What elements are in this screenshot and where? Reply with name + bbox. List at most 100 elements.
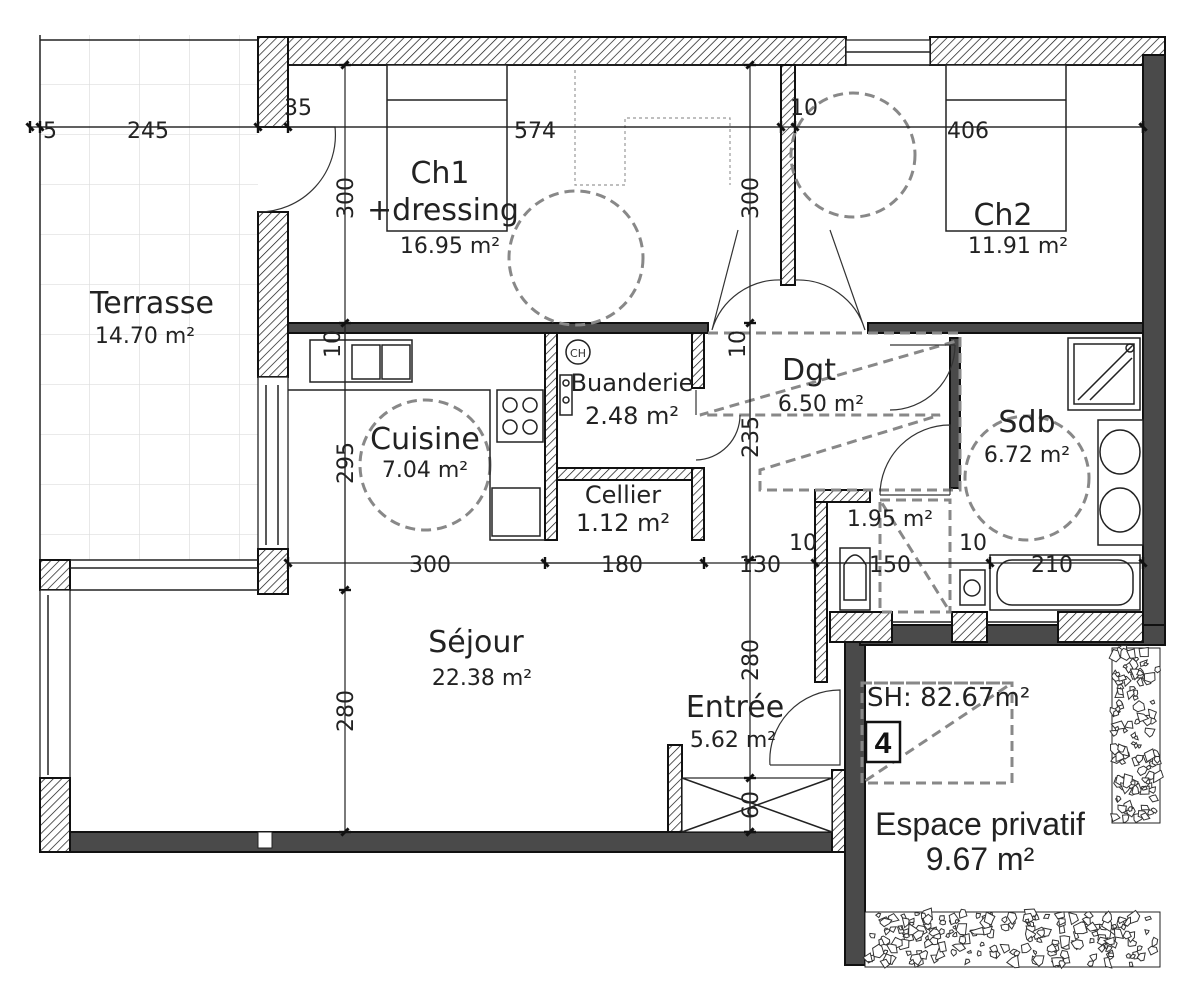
gravel-stone: [888, 926, 898, 933]
gravel-stone: [1001, 916, 1008, 924]
gravel-stone: [1129, 953, 1136, 960]
gravel-stone: [1081, 916, 1091, 927]
gravel-stone: [1126, 648, 1136, 659]
gravel-stone: [989, 950, 998, 959]
gravel-stone: [975, 912, 982, 920]
gravel-stone: [1091, 930, 1099, 937]
gravel-stone: [923, 938, 934, 949]
gravel-stone: [909, 953, 922, 966]
gravel-stone: [958, 908, 968, 919]
gravel-stone: [1140, 812, 1151, 821]
gravel-stone: [964, 958, 971, 966]
bed-ch1: [386, 64, 508, 232]
gravel-stone: [1032, 949, 1038, 956]
dim-295: 295: [334, 442, 359, 484]
gravel-stone: [955, 923, 968, 936]
gravel-stone: [1149, 699, 1156, 705]
dim-210: 210: [1031, 553, 1073, 578]
gravel-stone: [958, 935, 967, 945]
sink-icon: [1097, 419, 1144, 546]
dim-235: 235: [739, 416, 764, 458]
gravel-stone: [937, 940, 947, 953]
ch1-area: 16.95 m²: [400, 234, 500, 259]
gravel-stone: [1144, 727, 1156, 738]
dim-60: 60: [739, 791, 764, 819]
gravel-stone: [928, 928, 941, 937]
gravel-stone: [1114, 705, 1121, 713]
gravel-stone: [922, 913, 934, 926]
gravel-stone: [999, 943, 1011, 954]
gravel-stone: [1027, 935, 1033, 943]
gravel-stone: [1118, 674, 1128, 682]
gravel-stone: [1126, 688, 1135, 701]
gravel-stone: [1058, 917, 1066, 926]
gravel-stone: [1147, 708, 1158, 720]
gravel-stone: [886, 943, 898, 954]
gravel-stone: [979, 941, 985, 947]
gravel-stone: [1059, 949, 1070, 960]
gravel-stone: [1032, 955, 1045, 968]
gravel-stone: [1147, 945, 1159, 956]
gravel-stone: [1136, 712, 1150, 723]
gravel-stone: [1112, 923, 1118, 930]
gravel-stone: [1117, 804, 1127, 814]
gravel-stone: [1128, 961, 1134, 968]
gravel-stone: [1132, 695, 1139, 701]
ch1-name-line2: +dressing: [367, 193, 519, 228]
furniture: CH: [288, 64, 1144, 611]
dim-10-v-right: 10: [726, 330, 751, 358]
gravel-stone: [1116, 687, 1124, 696]
gravel-stone: [939, 919, 947, 926]
gravel-stone: [1026, 921, 1031, 927]
gravel-stone: [1000, 923, 1010, 932]
shower-icon: [1067, 337, 1141, 411]
bed-ch2: [945, 64, 1067, 232]
gravel-stone: [922, 923, 932, 931]
gravel-stone: [1152, 769, 1164, 784]
gravel-stone: [1129, 686, 1137, 692]
ch1-name: Ch1: [410, 156, 469, 191]
wc-area: 1.95 m²: [847, 507, 933, 532]
toilet-icon: [839, 547, 986, 611]
dim-5: 5: [43, 119, 57, 144]
dim-280-left: 280: [334, 690, 359, 732]
sejour-name: Séjour: [428, 625, 524, 660]
gravel-stone: [1117, 743, 1126, 753]
dim-180: 180: [601, 553, 643, 578]
gravel-stone: [1153, 755, 1161, 765]
gravel-stone: [1122, 773, 1134, 789]
gravel-stone: [874, 912, 882, 919]
entree-area: 5.62 m²: [690, 728, 776, 753]
dim-406: 406: [947, 119, 989, 144]
gravel-stone: [1125, 953, 1131, 959]
gravel-stone: [1089, 953, 1098, 963]
gravel-stone: [1140, 804, 1151, 811]
gravel-stone: [1036, 929, 1045, 939]
gravel-stone: [954, 919, 960, 925]
room-labels: Terrasse 14.70 m² Ch1 +dressing 16.95 m²…: [89, 156, 1085, 877]
gravel-stone: [1136, 945, 1143, 952]
gravel-stone: [1103, 942, 1108, 950]
gravel-stone: [951, 932, 958, 938]
gravel-stone: [966, 949, 973, 954]
terrasse-area: 14.70 m²: [95, 324, 195, 349]
dgt-name: Dgt: [782, 353, 836, 388]
cuisine-area: 7.04 m²: [382, 458, 468, 483]
gravel-stone: [1130, 731, 1137, 739]
lot-number: 4: [875, 727, 892, 760]
gravel-stone: [1143, 661, 1150, 667]
gravel-stone: [1068, 911, 1080, 926]
gravel-stone: [883, 928, 891, 936]
gravel-stone: [1070, 939, 1084, 950]
espace-name: Espace privatif: [875, 806, 1085, 842]
dimension-lines: [25, 60, 1148, 837]
sdb-area: 6.72 m²: [984, 443, 1070, 468]
gravel-stone: [1136, 676, 1145, 687]
gravel-stone: [1097, 943, 1106, 953]
surface-summary: SH: 82.67m²: [867, 683, 1030, 713]
gravel-stone: [862, 952, 873, 963]
gravel-stone: [924, 934, 929, 941]
doors: [257, 126, 956, 833]
gravel-stone: [1114, 725, 1120, 732]
